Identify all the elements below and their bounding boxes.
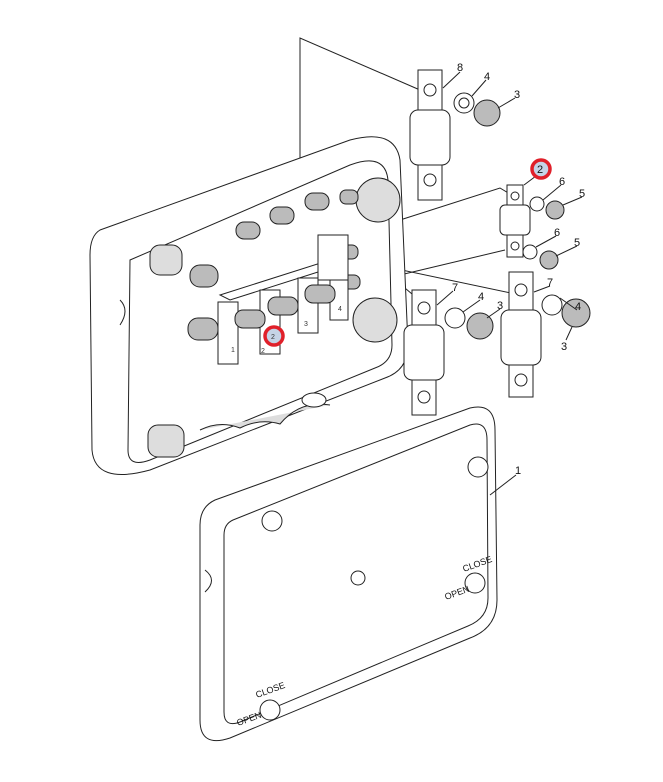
callout-3: 3 — [497, 300, 503, 312]
terminal-label-2: 2 — [261, 348, 265, 355]
cover-1: OPEN CLOSE OPEN CLOSE — [199, 406, 498, 742]
callout-5: 5 — [579, 188, 585, 200]
callout-7: 7 — [452, 282, 458, 294]
terminal-label-3: 3 — [304, 321, 308, 328]
hotspot-fuse-2[interactable]: 2 — [530, 158, 552, 180]
callout-4: 4 — [484, 71, 490, 83]
fuse-7-right — [500, 271, 542, 398]
callout-4: 4 — [478, 291, 484, 303]
hotspot-terminal[interactable]: 2 — [263, 325, 285, 347]
terminal-block: 1 2 3 4 — [217, 234, 349, 365]
junction-box-housing: 1 2 3 4 — [89, 136, 409, 475]
callout-6: 6 — [554, 227, 560, 239]
callout-6: 6 — [559, 176, 565, 188]
hotspot-label: 2 — [537, 164, 543, 176]
callout-leaders — [436, 71, 583, 496]
callout-1: 1 — [515, 465, 521, 477]
terminal-label-4: 4 — [338, 306, 342, 313]
fuse-8 — [409, 69, 451, 201]
callout-5: 5 — [574, 237, 580, 249]
callout-7: 7 — [547, 277, 553, 289]
callout-numbers: 8 4 3 6 5 6 5 7 4 3 7 4 3 1 — [452, 62, 585, 477]
fuse-7-left — [403, 289, 445, 416]
studs — [187, 189, 361, 341]
terminal-label-1: 1 — [231, 347, 235, 354]
callout-3: 3 — [514, 89, 520, 101]
fuse-2 — [499, 184, 531, 258]
callout-4: 4 — [575, 301, 581, 313]
hotspot-label: 2 — [271, 334, 275, 341]
callout-3: 3 — [561, 341, 567, 353]
washers-and-nuts — [444, 92, 591, 340]
callout-8: 8 — [457, 62, 463, 74]
